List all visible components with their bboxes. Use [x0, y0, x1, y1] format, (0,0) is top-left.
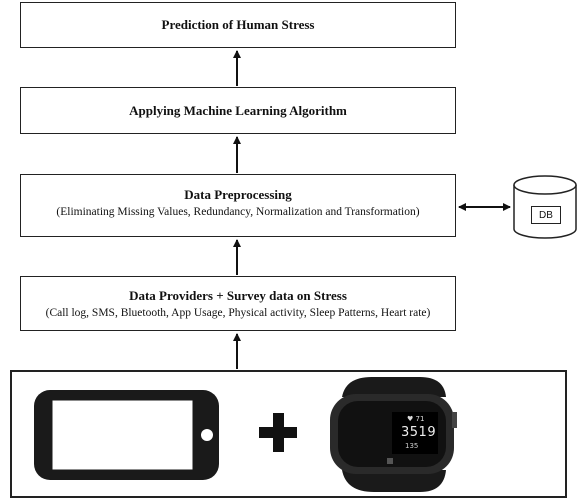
ml-box: Applying Machine Learning Algorithm	[20, 87, 456, 134]
preprocessing-title: Data Preprocessing	[184, 186, 292, 202]
devices-box: ♥ 71 3519 135	[10, 370, 567, 498]
db-label: DB	[531, 206, 561, 224]
providers-box: Data Providers + Survey data on Stress (…	[20, 276, 456, 331]
smartphone-icon	[34, 390, 219, 480]
fitness-watch-icon	[330, 376, 457, 492]
prediction-title: Prediction of Human Stress	[161, 17, 315, 32]
plus-icon	[259, 413, 297, 452]
preprocessing-box: Data Preprocessing (Eliminating Missing …	[20, 174, 456, 237]
preprocessing-details: (Eliminating Missing Values, Redundancy,…	[56, 205, 420, 218]
devices-illustration	[34, 376, 457, 492]
watch-time-text: 3519	[401, 425, 437, 440]
prediction-box: Prediction of Human Stress	[20, 2, 456, 48]
watch-small-top-text: ♥ 71	[407, 415, 425, 423]
ml-title: Applying Machine Learning Algorithm	[129, 102, 347, 118]
watch-small-bottom-text: 135	[405, 442, 419, 450]
providers-title: Data Providers + Survey data on Stress	[129, 287, 347, 303]
providers-details: (Call log, SMS, Bluetooth, App Usage, Ph…	[45, 306, 431, 319]
